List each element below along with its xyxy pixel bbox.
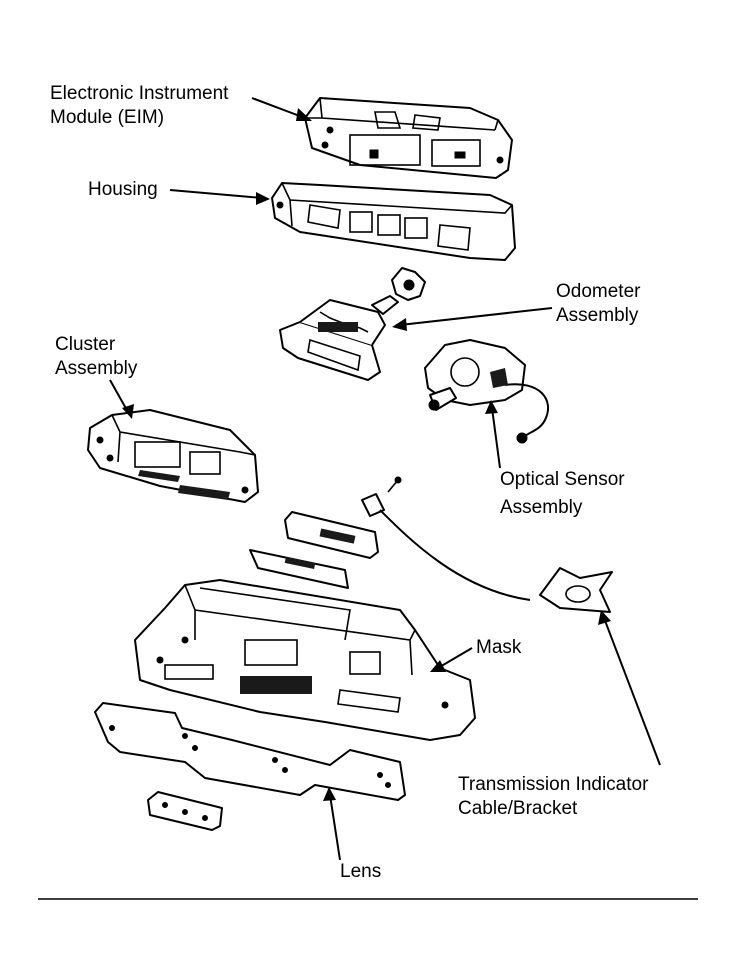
small-plates-drawing bbox=[249, 511, 379, 589]
optical-sensor-label: Optical Sensor Assembly bbox=[500, 468, 625, 520]
optical-sensor-drawing bbox=[424, 339, 550, 444]
eim-module-drawing bbox=[304, 97, 513, 179]
transmission-cable-drawing bbox=[379, 509, 613, 613]
cluster-label-line2: Assembly bbox=[55, 358, 138, 379]
cluster-label: Cluster Assembly bbox=[55, 333, 137, 381]
transmission-label-line2: Cable/Bracket bbox=[458, 798, 578, 819]
eim-label: Electronic Instrument Module (EIM) bbox=[50, 82, 228, 130]
transmission-label-line1: Transmission Indicator bbox=[458, 774, 649, 795]
housing-label: Housing bbox=[88, 178, 158, 202]
odometer-gear-drawing bbox=[391, 267, 426, 301]
odometer-label: Odometer Assembly bbox=[556, 280, 640, 328]
lens-drawing bbox=[94, 702, 406, 801]
housing-label-text: Housing bbox=[88, 179, 158, 200]
odometer-label-line2: Assembly bbox=[556, 305, 639, 326]
odometer-label-line1: Odometer bbox=[556, 281, 641, 302]
eim-label-line2: Module (EIM) bbox=[50, 107, 165, 128]
lens-label: Lens bbox=[340, 860, 381, 884]
leader-arrows bbox=[109, 97, 661, 861]
small-lens-drawing bbox=[147, 791, 223, 831]
optical-sensor-label-line1: Optical Sensor bbox=[500, 469, 625, 490]
mask-label-text: Mask bbox=[476, 637, 522, 658]
housing-drawing bbox=[271, 182, 516, 261]
bracket-screw-drawing bbox=[361, 476, 402, 517]
eim-label-line1: Electronic Instrument bbox=[50, 83, 229, 104]
cluster-label-line1: Cluster bbox=[55, 334, 116, 355]
lens-label-text: Lens bbox=[340, 861, 382, 882]
transmission-label: Transmission Indicator Cable/Bracket bbox=[458, 773, 648, 821]
cluster-assembly-drawing bbox=[87, 409, 259, 503]
mask-label: Mask bbox=[476, 636, 521, 660]
mask-drawing bbox=[134, 579, 476, 741]
odometer-assembly-drawing bbox=[279, 295, 399, 381]
optical-sensor-label-line2: Assembly bbox=[500, 497, 583, 518]
